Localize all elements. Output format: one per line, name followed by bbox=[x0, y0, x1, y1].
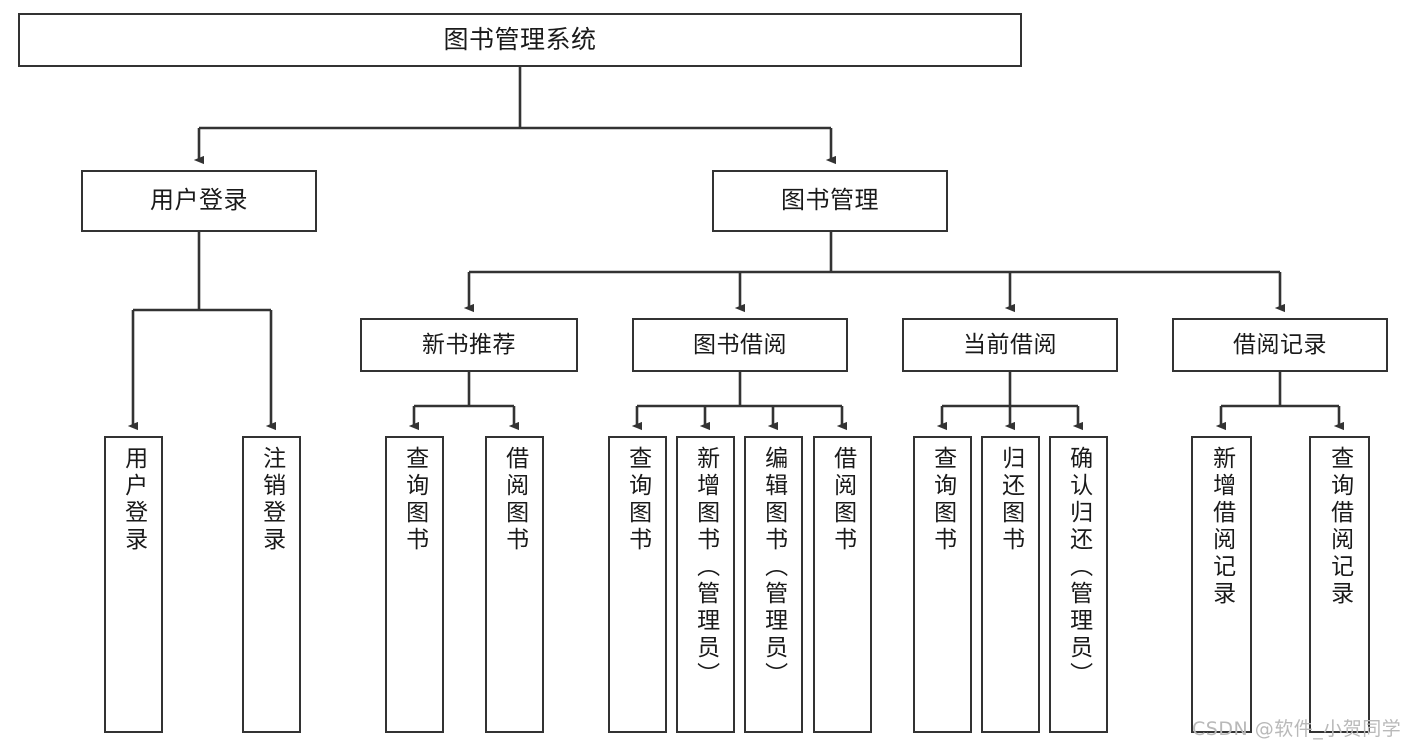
leaf-borrow-edit-book-admin[interactable]: 编辑图书（管理员） bbox=[744, 436, 803, 733]
node-label: 当前借阅 bbox=[963, 331, 1057, 358]
leaf-logout[interactable]: 注销登录 bbox=[242, 436, 301, 733]
node-new-book-recommend[interactable]: 新书推荐 bbox=[360, 318, 578, 372]
node-label: 新增借阅记录 bbox=[1208, 446, 1235, 608]
node-label: 图书管理系统 bbox=[443, 24, 597, 54]
node-root-system[interactable]: 图书管理系统 bbox=[18, 13, 1022, 67]
watermark: CSDN @软件_小贺同学 bbox=[1192, 718, 1402, 740]
node-label: 查询图书 bbox=[929, 446, 956, 554]
leaf-record-add-record[interactable]: 新增借阅记录 bbox=[1191, 436, 1252, 733]
node-label: 用户登录 bbox=[150, 186, 248, 215]
leaf-recommend-borrow-book[interactable]: 借阅图书 bbox=[485, 436, 544, 733]
leaf-current-return-book[interactable]: 归还图书 bbox=[981, 436, 1040, 733]
node-label: 查询图书 bbox=[401, 446, 428, 554]
node-label: 归还图书 bbox=[997, 446, 1024, 554]
leaf-borrow-borrow-book[interactable]: 借阅图书 bbox=[813, 436, 872, 733]
node-current-borrow[interactable]: 当前借阅 bbox=[902, 318, 1118, 372]
leaf-recommend-query-book[interactable]: 查询图书 bbox=[385, 436, 444, 733]
node-book-borrow[interactable]: 图书借阅 bbox=[632, 318, 848, 372]
node-label: 编辑图书（管理员） bbox=[760, 446, 787, 689]
node-user-login[interactable]: 用户登录 bbox=[81, 170, 317, 232]
node-label: 确认归还（管理员） bbox=[1065, 446, 1092, 689]
node-book-management[interactable]: 图书管理 bbox=[712, 170, 948, 232]
node-label: 用户登录 bbox=[120, 446, 147, 554]
node-label: 注销登录 bbox=[258, 446, 285, 554]
node-label: 图书借阅 bbox=[693, 331, 787, 358]
leaf-user-login[interactable]: 用户登录 bbox=[104, 436, 163, 733]
node-label: 新增图书（管理员） bbox=[692, 446, 719, 689]
leaf-borrow-add-book-admin[interactable]: 新增图书（管理员） bbox=[676, 436, 735, 733]
node-label: 查询图书 bbox=[624, 446, 651, 554]
node-label: 借阅图书 bbox=[501, 446, 528, 554]
node-label: 借阅记录 bbox=[1233, 331, 1327, 358]
node-label: 新书推荐 bbox=[422, 331, 516, 358]
node-borrow-record[interactable]: 借阅记录 bbox=[1172, 318, 1388, 372]
leaf-current-query-book[interactable]: 查询图书 bbox=[913, 436, 972, 733]
node-label: 借阅图书 bbox=[829, 446, 856, 554]
leaf-borrow-query-book[interactable]: 查询图书 bbox=[608, 436, 667, 733]
leaf-current-confirm-return-admin[interactable]: 确认归还（管理员） bbox=[1049, 436, 1108, 733]
node-label: 图书管理 bbox=[781, 186, 879, 215]
leaf-record-query-record[interactable]: 查询借阅记录 bbox=[1309, 436, 1370, 733]
node-label: 查询借阅记录 bbox=[1326, 446, 1353, 608]
